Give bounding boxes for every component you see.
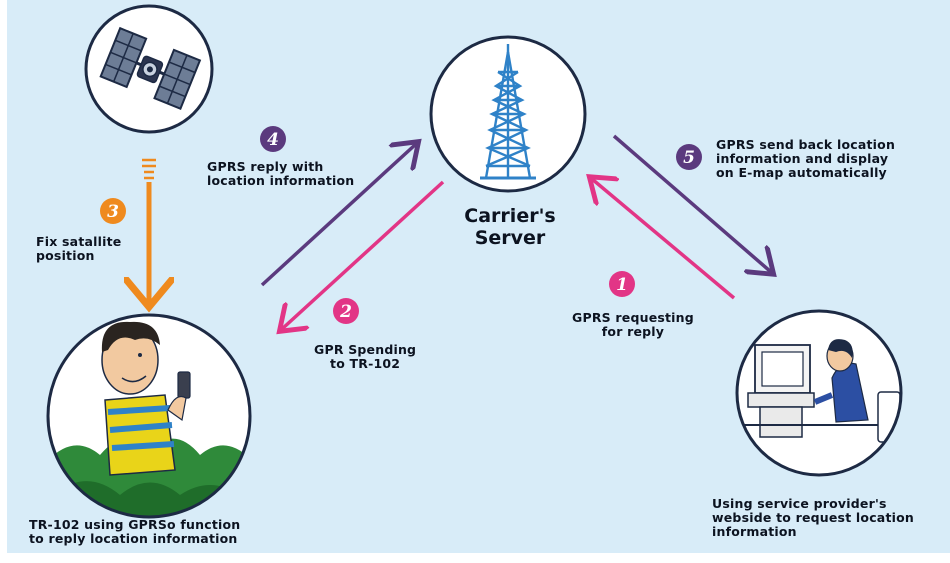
step-1-badge: 1 bbox=[609, 271, 635, 297]
step-4-badge: 4 bbox=[260, 126, 286, 152]
step-1-arrow bbox=[592, 179, 736, 300]
person-at-computer-icon bbox=[735, 309, 903, 477]
step-3-number: 3 bbox=[107, 202, 119, 222]
server-title: Carrier's Server bbox=[464, 205, 556, 249]
step-5-number: 5 bbox=[683, 148, 695, 168]
step-4-arrow bbox=[260, 144, 416, 287]
cell-tower-icon bbox=[429, 35, 587, 193]
step-1-number: 1 bbox=[616, 275, 628, 295]
step-2-label: GPR Spending to TR-102 bbox=[314, 342, 417, 371]
phone-user-caption: TR-102 using GPRSo function to reply loc… bbox=[29, 517, 241, 546]
step-3-badge: 3 bbox=[100, 198, 126, 224]
step-4-label: GPRS reply with location information bbox=[207, 159, 355, 188]
left-white-edge bbox=[0, 0, 7, 563]
bottom-white-edge bbox=[0, 553, 950, 563]
step-2-badge: 2 bbox=[333, 298, 359, 324]
step-2-arrow bbox=[282, 180, 445, 329]
step-4-number: 4 bbox=[267, 130, 279, 150]
step-3-arrow bbox=[142, 158, 156, 302]
step-3-label: Fix satallite position bbox=[36, 234, 122, 263]
step-5-label: GPRS send back location information and … bbox=[716, 137, 896, 180]
satellite-icon bbox=[84, 4, 214, 134]
step-1-label: GPRS requesting for reply bbox=[572, 310, 694, 339]
step-5-badge: 5 bbox=[676, 144, 702, 170]
step-5-arrow bbox=[612, 134, 771, 272]
computer-user-caption: Using service provider's webside to requ… bbox=[712, 496, 914, 539]
step-2-number: 2 bbox=[339, 302, 352, 322]
